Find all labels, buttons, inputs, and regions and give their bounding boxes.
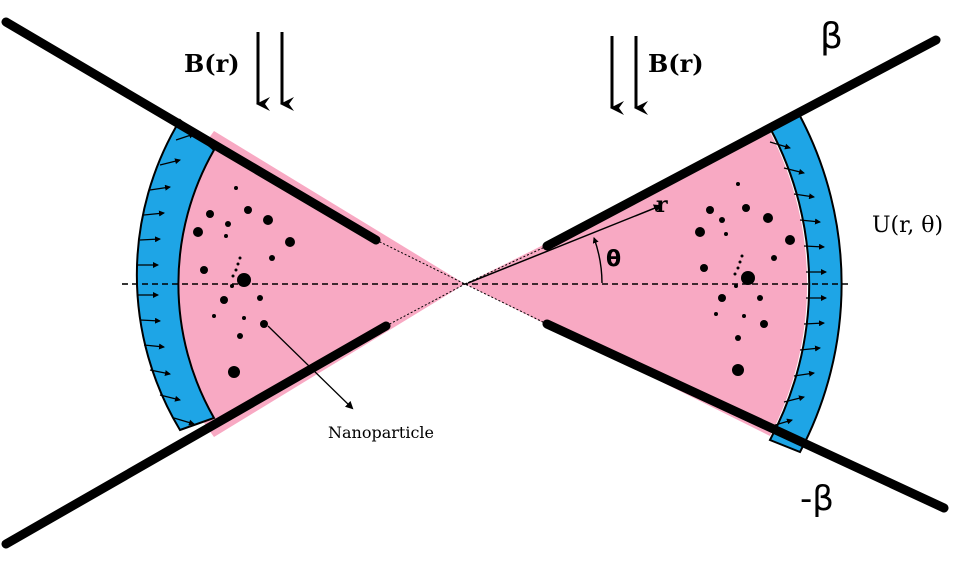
radius-label: r <box>656 192 668 218</box>
double-down-arrow-icon <box>256 32 294 111</box>
radius-arrow <box>467 204 662 284</box>
nanoparticle-pointer <box>267 325 354 410</box>
right-nanoparticles <box>695 182 795 376</box>
angle-label: θ <box>606 247 621 272</box>
right-flow-band <box>768 114 843 454</box>
double-down-arrow-icon <box>610 36 648 115</box>
left-upper-wall <box>1 17 381 245</box>
walls <box>1 17 949 549</box>
right-lower-wall <box>542 319 949 513</box>
right-upper-wall <box>542 35 941 251</box>
beta-bottom-label: -β <box>800 479 834 519</box>
left-flow-band <box>135 118 216 432</box>
angle-arc <box>592 237 603 284</box>
left-flow-arrows <box>138 132 195 426</box>
b-field-label-left: B(r) <box>184 49 240 78</box>
b-field-label-right: B(r) <box>648 49 704 78</box>
left-lower-wall <box>1 321 391 549</box>
beta-top-label: β <box>820 16 843 57</box>
velocity-label: U(r, θ) <box>872 213 943 238</box>
dotted-projections <box>375 239 548 327</box>
left-nanoparticles <box>193 186 295 378</box>
nanoparticle-label: Nanoparticle <box>328 423 434 442</box>
